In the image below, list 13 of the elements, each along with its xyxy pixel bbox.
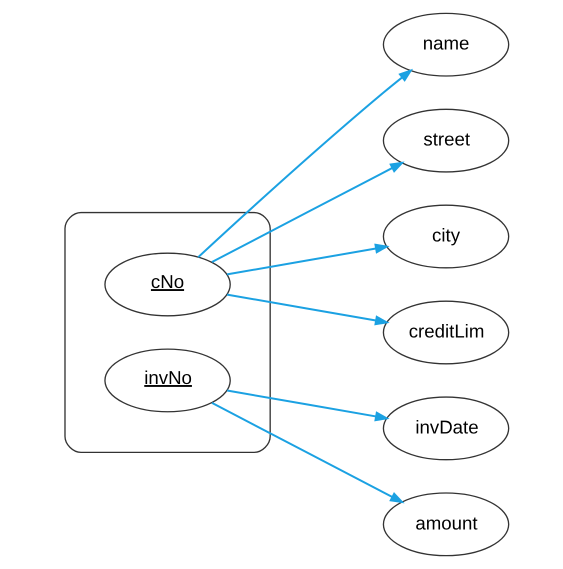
node-ellipse: invDate [382,396,510,460]
arrow [226,244,390,276]
arrow [212,162,405,263]
cluster [64,212,271,454]
arrow [226,390,390,422]
node-ellipse: city [382,204,510,269]
arrow [212,402,405,504]
node-ellipse: creditLim [382,300,510,364]
arrow [226,294,390,326]
node-ellipse: invNo [104,348,231,412]
node-ellipse: cNo [104,252,231,316]
node-ellipse: name [382,12,510,77]
arrow [198,68,414,258]
